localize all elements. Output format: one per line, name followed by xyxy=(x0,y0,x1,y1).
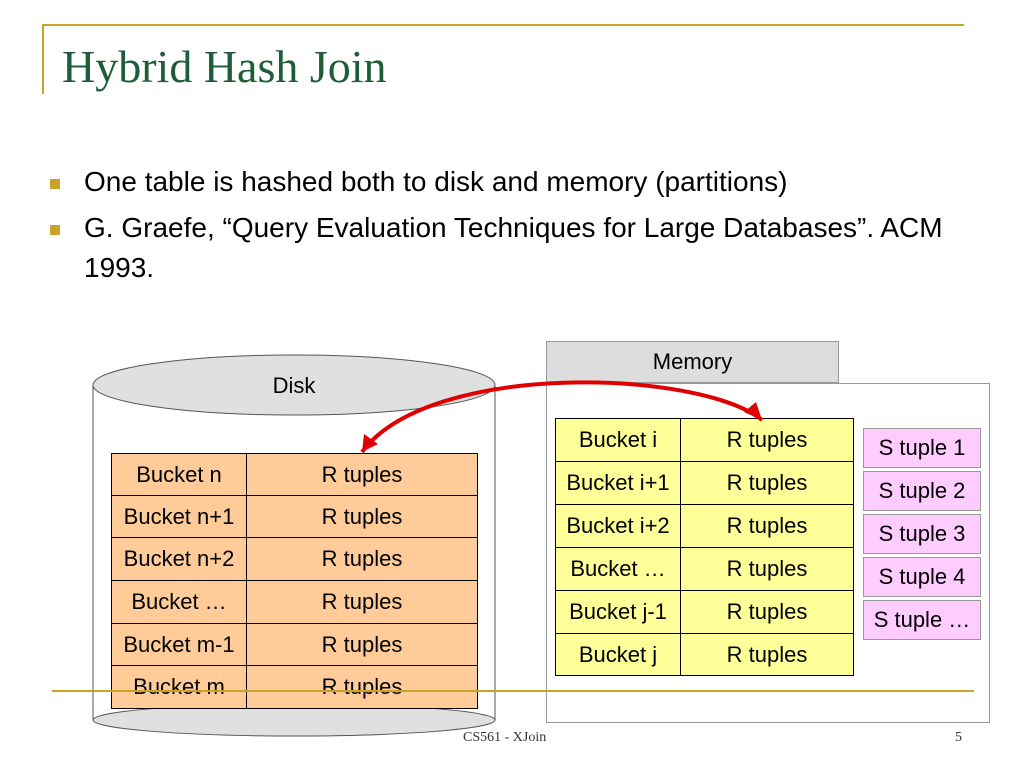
s-tuple-cell: S tuple … xyxy=(863,600,981,640)
disk-tuples-cell: R tuples xyxy=(246,623,478,666)
disk-tuples-cell: R tuples xyxy=(246,453,478,496)
bullet-text: One table is hashed both to disk and mem… xyxy=(84,166,788,197)
bullet-item: One table is hashed both to disk and mem… xyxy=(42,162,1002,202)
memory-tuples-cell: R tuples xyxy=(680,547,854,591)
left-accent-line xyxy=(42,24,44,94)
memory-label: Memory xyxy=(546,341,839,383)
disk-bucket-cell: Bucket n+1 xyxy=(111,495,247,538)
memory-bucket-cell: Bucket i xyxy=(555,418,681,462)
top-accent-line xyxy=(42,24,964,26)
square-bullet-icon xyxy=(50,179,60,189)
disk-tuples-cell: R tuples xyxy=(246,495,478,538)
disk-label: Disk xyxy=(272,373,316,398)
bullet-item: G. Graefe, “Query Evaluation Techniques … xyxy=(42,208,1002,288)
memory-bucket-cell: Bucket … xyxy=(555,547,681,591)
disk-tuples-cell: R tuples xyxy=(246,537,478,581)
bullet-text: G. Graefe, “Query Evaluation Techniques … xyxy=(84,212,943,283)
slide-title: Hybrid Hash Join xyxy=(62,41,387,92)
cylinder-top xyxy=(92,354,496,416)
memory-bucket-cell: Bucket j xyxy=(555,633,681,676)
bullet-list: One table is hashed both to disk and mem… xyxy=(42,162,1002,294)
disk-bucket-cell: Bucket m xyxy=(111,665,247,709)
disk-bucket-cell: Bucket n xyxy=(111,453,247,496)
arrow-curve xyxy=(360,380,764,454)
s-tuple-cell: S tuple 2 xyxy=(863,471,981,511)
memory-tuples-cell: R tuples xyxy=(680,633,854,676)
memory-box xyxy=(546,383,990,723)
bottom-accent-line xyxy=(52,690,974,692)
disk-bucket-cell: Bucket m-1 xyxy=(111,623,247,666)
memory-bucket-cell: Bucket i+2 xyxy=(555,504,681,548)
disk-bucket-cell: Bucket … xyxy=(111,580,247,624)
disk-tuples-cell: R tuples xyxy=(246,580,478,624)
arrow-head-left-icon xyxy=(362,434,378,452)
page-number: 5 xyxy=(955,730,962,745)
s-tuple-cell: S tuple 1 xyxy=(863,428,981,468)
memory-tuples-cell: R tuples xyxy=(680,590,854,634)
arrow-head-right-icon xyxy=(744,402,762,420)
s-tuple-cell: S tuple 4 xyxy=(863,557,981,597)
footer-text: CS561 - XJoin xyxy=(463,730,547,745)
square-bullet-icon xyxy=(50,225,60,235)
s-tuple-cell: S tuple 3 xyxy=(863,514,981,554)
memory-tuples-cell: R tuples xyxy=(680,418,854,462)
memory-tuples-cell: R tuples xyxy=(680,461,854,505)
disk-tuples-cell: R tuples xyxy=(246,665,478,709)
